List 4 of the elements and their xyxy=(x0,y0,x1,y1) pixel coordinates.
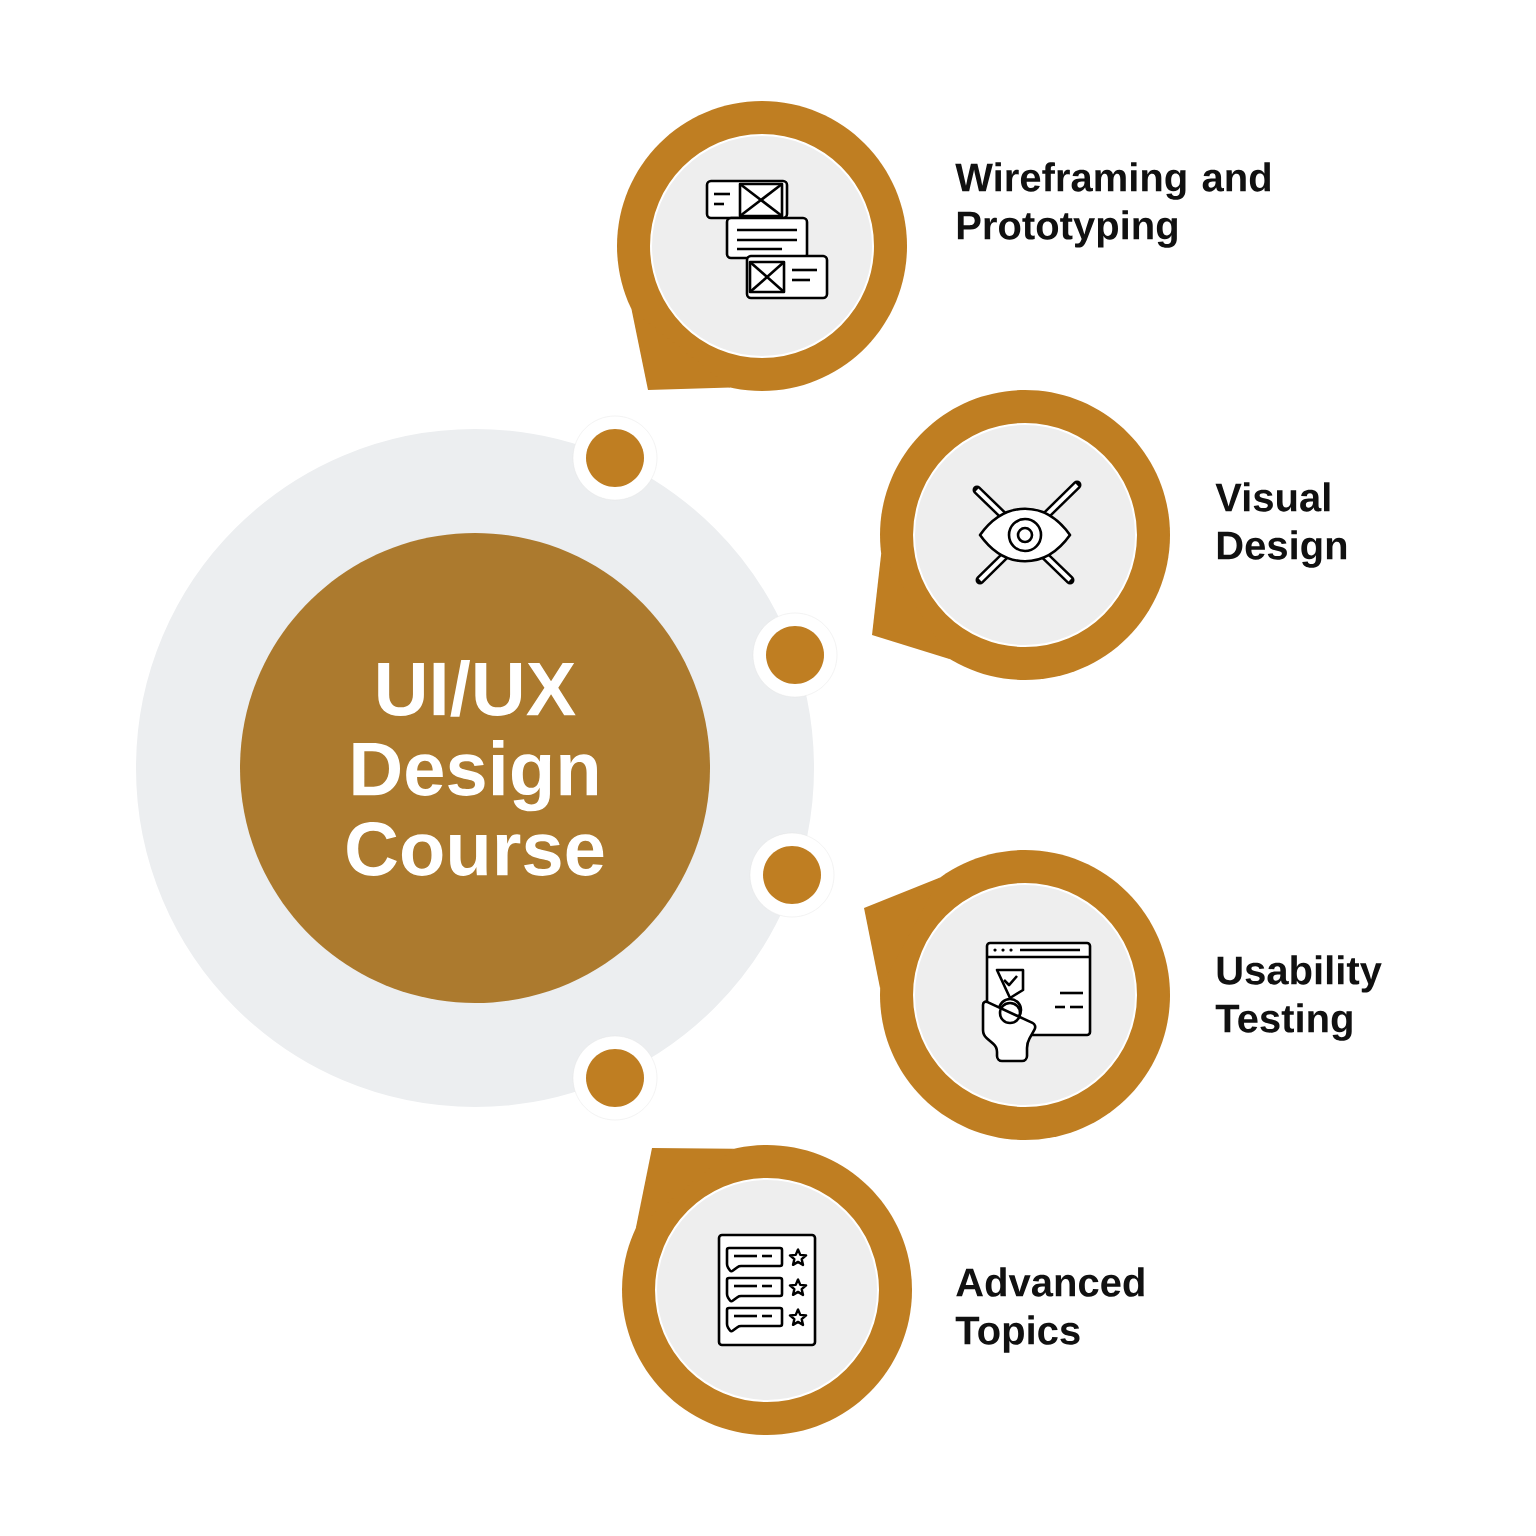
topic-label: Advanced Topics xyxy=(955,1267,1144,1353)
topic-label: Visual Design xyxy=(1215,482,1347,568)
topic-label: Usability Testing xyxy=(1215,955,1382,1041)
topic-label: Wireframing and Prototyping xyxy=(955,162,1270,248)
